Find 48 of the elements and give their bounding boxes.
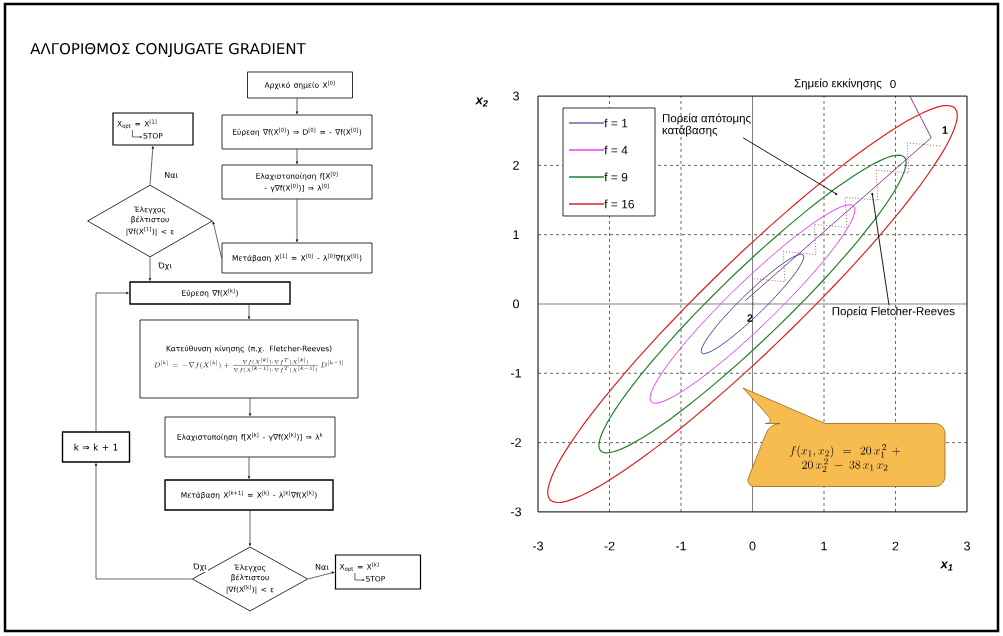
annotation-text: Πορεία Fletcher-Reeves	[832, 306, 955, 318]
tick-label: -3	[533, 541, 543, 551]
tick-label: -1	[676, 541, 686, 551]
arrow	[307, 571, 335, 580]
arrow	[149, 146, 154, 185]
arrow	[295, 98, 299, 115]
arrow	[95, 291, 129, 432]
arrow	[247, 457, 251, 479]
leader-arrow	[871, 192, 890, 306]
arrow	[94, 463, 193, 580]
arrow	[295, 199, 299, 243]
arrow	[212, 221, 222, 259]
tick-label: -1	[511, 368, 521, 378]
legend-entry: f = 1	[568, 118, 628, 128]
arrow	[248, 398, 252, 417]
edge-label: Όχι	[157, 260, 174, 272]
annotation-text: Πορεία απότομης κατάβασης	[662, 113, 751, 137]
tick-label: 2	[892, 541, 899, 551]
tick-label: 0	[513, 299, 519, 309]
arrow	[247, 304, 251, 320]
tick-label: 0	[749, 541, 756, 551]
title: ΑΛΓΟΡΙΘΜΟΣ CONJUGATE GRADIENT	[30, 42, 306, 58]
axis-label: x$_{2}$	[475, 97, 488, 107]
point-number: 2	[747, 314, 753, 322]
tick-label: -2	[604, 541, 615, 551]
edge-label: Ναι	[314, 563, 330, 571]
tick-label: -3	[511, 507, 521, 517]
process-box: k ⇒ k + 1	[61, 431, 131, 463]
plot-annotation: Σημείο εκκίνησης	[794, 78, 882, 90]
legend-entry: f = 4	[568, 145, 628, 155]
point-number: 1	[942, 126, 948, 134]
legend-entry: f = 9	[568, 172, 628, 182]
legend-entry: f = 16	[568, 199, 635, 209]
tick-label: 1	[821, 541, 827, 551]
arrow	[148, 257, 152, 281]
tick-label: 2	[513, 160, 519, 170]
edge-label: Όχι	[192, 561, 208, 573]
formula-callout: $f(x_1, x_2) = 20\,x_1^{\,2} + 20\,x_2^{\,2} - 38\,x_1\,x_2$	[742, 387, 946, 487]
tick-label: 3	[964, 541, 970, 551]
plot-annotation: 0	[890, 79, 896, 89]
arrow	[295, 149, 299, 165]
axis-label: x$_{1}$	[940, 561, 953, 571]
tick-label: 3	[513, 91, 519, 101]
leader-arrow	[742, 137, 838, 195]
edge-label: Ναι	[163, 171, 180, 179]
arrow	[248, 510, 252, 546]
tick-label: -2	[511, 438, 521, 447]
tick-label: 1	[513, 230, 519, 239]
